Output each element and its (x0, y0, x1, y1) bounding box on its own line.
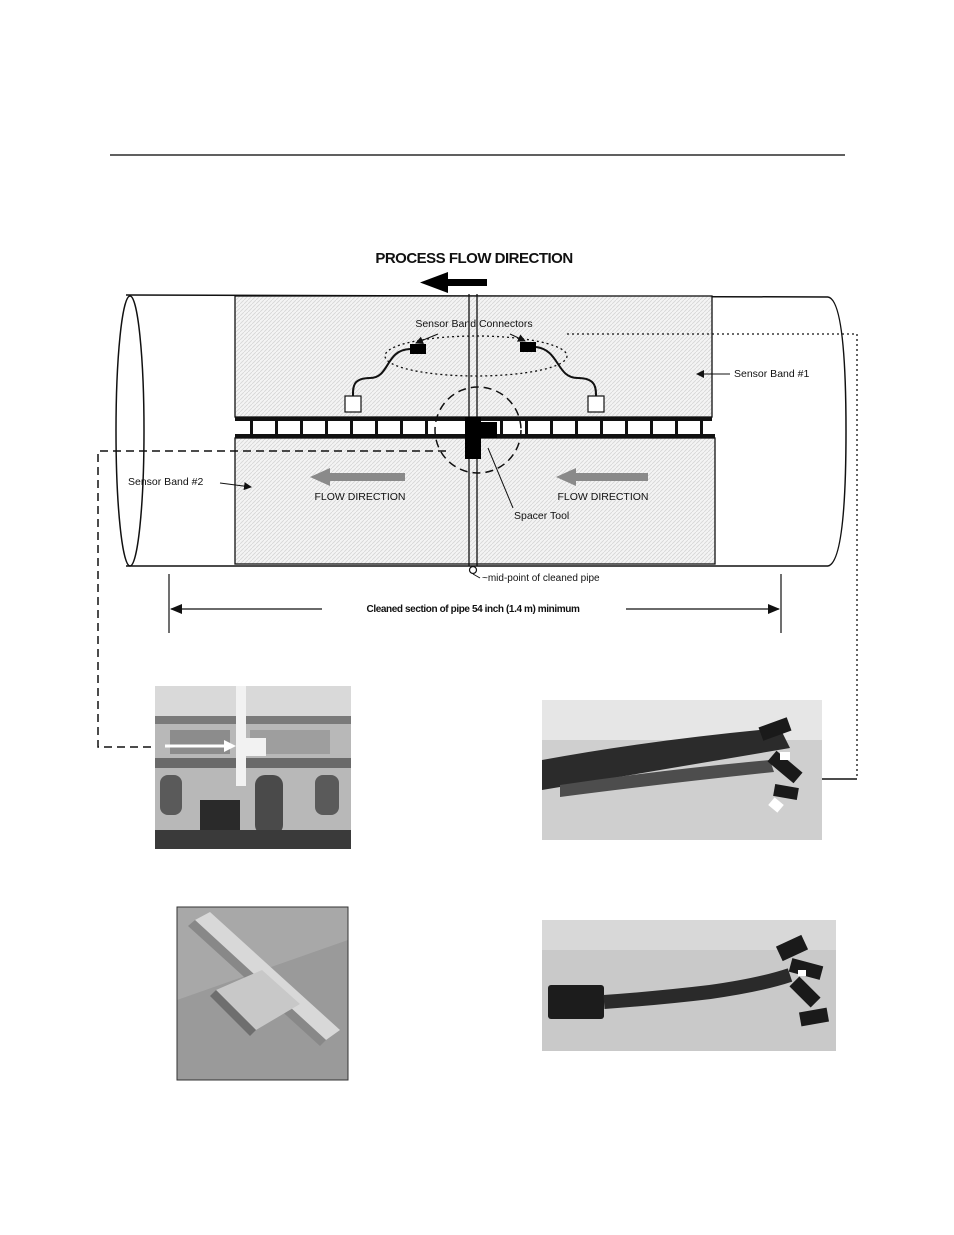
spacer-tool-pointer (487, 447, 514, 509)
mid-point-marker (468, 565, 481, 579)
sensor-band-2-pointer (219, 482, 252, 491)
process-flow-arrow (420, 272, 487, 293)
connector-photo-leader (567, 333, 858, 779)
connector-right (520, 342, 605, 413)
connector-pointer-left (415, 333, 439, 345)
flow-arrow-right (556, 468, 648, 486)
clamp-clip (400, 421, 403, 434)
flow-direction-right-label: FLOW DIRECTION (558, 491, 649, 503)
clamp-clip (275, 421, 278, 434)
mid-point-label: ~mid-point of cleaned pipe (482, 573, 600, 584)
process-flow-title: PROCESS FLOW DIRECTION (375, 250, 572, 267)
clamp-clip (325, 421, 328, 434)
clamp-clip (650, 421, 653, 434)
sensor-band-2-label: Sensor Band #2 (128, 476, 203, 488)
flow-direction-left-label: FLOW DIRECTION (315, 491, 406, 503)
clamp-clip (600, 421, 603, 434)
cleaned-section-label: Cleaned section of pipe 54 inch (1.4 m) … (367, 604, 580, 615)
clamp-clip (375, 421, 378, 434)
clamp-clip (350, 421, 353, 434)
clamp-clip (300, 421, 303, 434)
photo-spacer-installed (155, 686, 351, 849)
sensor-band-1-label: Sensor Band #1 (734, 368, 809, 380)
clamp-clip (500, 421, 503, 434)
clamp-clips (250, 421, 703, 434)
clamp-clip (700, 421, 703, 434)
spacer-highlight-circle (434, 386, 522, 474)
clamp-clip (575, 421, 578, 434)
clamp-clip (675, 421, 678, 434)
sensor-band-connectors-label: Sensor Band Connectors (415, 318, 532, 330)
clamp-clip (550, 421, 553, 434)
connector-pointer-right (509, 333, 526, 342)
clamp-clip (425, 421, 428, 434)
sensor-band-1 (234, 295, 713, 418)
photo-cable-harness (542, 920, 836, 1051)
connector-left (344, 344, 426, 413)
spacer-tool-label: Spacer Tool (514, 510, 569, 522)
flow-arrow-left (310, 468, 405, 486)
clamp-clip (250, 421, 253, 434)
cleaned-section-dimension (168, 574, 782, 633)
photo-spacer-tool (176, 906, 349, 1081)
clamp-clip (525, 421, 528, 434)
connectors-dotted-ellipse (384, 335, 568, 377)
spacer-photo-leader (97, 450, 446, 748)
clamp-clip (625, 421, 628, 434)
spacer-tool-block (465, 417, 497, 459)
photo-connectors-closeup (542, 700, 822, 840)
